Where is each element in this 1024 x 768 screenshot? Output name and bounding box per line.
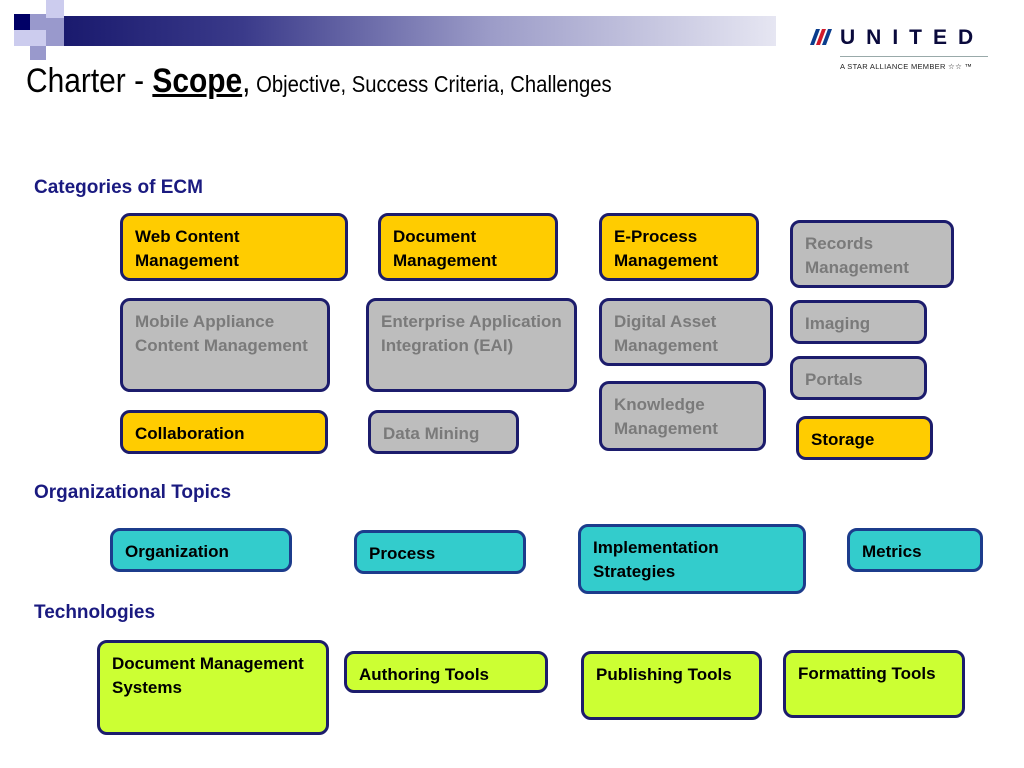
logo-tm: ™ bbox=[964, 62, 973, 71]
category-data-mining: Data Mining bbox=[368, 410, 519, 454]
topic-implementation-strategies: Implementation Strategies bbox=[578, 524, 806, 594]
category-eprocess-management: E-Process Management bbox=[599, 213, 759, 281]
section-technologies-heading: Technologies bbox=[34, 602, 156, 623]
category-enterprise-application-integration: Enterprise Application Integration (EAI) bbox=[366, 298, 577, 392]
category-knowledge-management: Knowledge Management bbox=[599, 381, 766, 451]
category-digital-asset-management: Digital Asset Management bbox=[599, 298, 773, 366]
logo-tagline: A STAR ALLIANCE MEMBER ☆☆ ™ bbox=[840, 62, 973, 71]
technology-document-management-systems: Document Management Systems bbox=[97, 640, 329, 735]
section-categories-heading: Categories of ECM bbox=[34, 177, 203, 198]
category-document-management: Document Management bbox=[378, 213, 558, 281]
category-portals: Portals bbox=[790, 356, 927, 400]
title-charter: Charter - bbox=[26, 62, 153, 100]
category-records-management: Records Management bbox=[790, 220, 954, 288]
logo-divider bbox=[840, 56, 988, 57]
decorative-square bbox=[46, 18, 64, 46]
category-collaboration: Collaboration bbox=[120, 410, 328, 454]
technology-publishing-tools: Publishing Tools bbox=[581, 651, 762, 720]
decorative-square bbox=[14, 30, 30, 46]
category-web-content-management: Web Content Management bbox=[120, 213, 348, 281]
category-storage: Storage bbox=[796, 416, 933, 460]
topic-process: Process bbox=[354, 530, 526, 574]
decorative-square bbox=[46, 0, 64, 18]
decorative-square bbox=[30, 46, 46, 60]
category-imaging: Imaging bbox=[790, 300, 927, 344]
star-alliance-icon: ☆☆ bbox=[948, 62, 963, 71]
technology-formatting-tools: Formatting Tools bbox=[783, 650, 965, 718]
header-gradient-bar bbox=[64, 16, 776, 46]
logo-wordmark: UNITED bbox=[840, 26, 985, 49]
decorative-square bbox=[14, 14, 30, 30]
title-rest: Objective, Success Criteria, Challenges bbox=[250, 71, 612, 97]
decorative-square bbox=[30, 14, 46, 30]
decorative-square bbox=[30, 30, 46, 46]
united-tulip-icon bbox=[810, 29, 832, 45]
technology-authoring-tools: Authoring Tools bbox=[344, 651, 548, 693]
category-mobile-appliance-content-management: Mobile Appliance Content Management bbox=[120, 298, 330, 392]
title-comma: , bbox=[242, 62, 251, 100]
topic-metrics: Metrics bbox=[847, 528, 983, 572]
united-logo: UNITED A STAR ALLIANCE MEMBER ☆☆ ™ bbox=[806, 26, 990, 76]
section-organizational-heading: Organizational Topics bbox=[34, 482, 232, 503]
title-scope: Scope bbox=[152, 62, 243, 100]
page-title: Charter - Scope, Objective, Success Crit… bbox=[26, 62, 691, 101]
topic-organization: Organization bbox=[110, 528, 292, 572]
